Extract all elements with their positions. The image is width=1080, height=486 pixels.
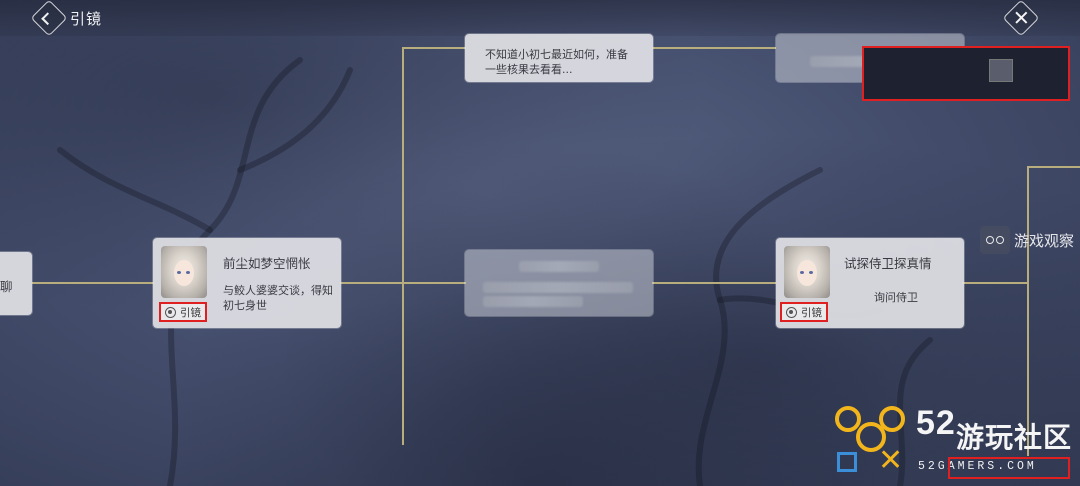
square-button[interactable] [989,59,1013,82]
yinjing-badge[interactable]: 引镜 [159,302,207,322]
quest-card-desc: 询问侍卫 [874,291,918,304]
connector-mid-right [652,282,776,284]
quest-card-title: 聊 [0,279,13,294]
connector-mid [402,282,466,284]
mirror-icon [165,306,176,318]
quest-card-title: 前尘如梦空惘怅 [223,256,311,271]
connector-vertical-main [402,47,404,445]
top-bar: 引镜 [0,0,1080,37]
connector-right [962,282,1028,284]
quest-card-top[interactable]: 不知道小初七最近如何，准备一些核果去看看... [465,34,653,82]
connector-mid-left [340,282,404,284]
highlight-panel [862,46,1070,101]
cross-icon: ✕ [878,443,904,478]
connector-bottom [402,443,404,445]
quest-card-qianchen[interactable]: 前尘如梦空惘怅 与鲛人婆婆交谈，得知初七身世 引镜 [153,238,341,328]
quest-card-title: 试探侍卫探真情 [844,256,932,271]
yinjing-badge[interactable]: 引镜 [780,302,828,322]
close-button[interactable] [1002,0,1040,37]
back-button[interactable] [30,0,68,37]
blurred-text [483,296,583,307]
quest-card-middle[interactable] [465,250,653,316]
quest-card-shitan[interactable]: 试探侍卫探真情 询问侍卫 引镜 [776,238,964,328]
connector-top-right [652,47,776,49]
game-observe-label: 游戏观察 [980,226,1074,254]
character-avatar [161,246,207,298]
badge-label: 引镜 [180,306,201,319]
watermark-number: 52 [916,404,956,442]
link-icon [856,422,886,452]
circle-icon [835,406,861,432]
connector-right-top [1027,166,1080,168]
page-title: 引镜 [70,10,103,28]
quest-card-desc: 不知道小初七最近如何，准备一些核果去看看... [485,48,628,76]
blurred-text [519,261,599,272]
circle-icon [879,406,905,432]
connector-top [402,47,466,49]
quest-card-left-partial[interactable]: 聊 [0,252,32,315]
observe-text: 游戏观察 [1014,231,1075,250]
watermark-url: 52GAMERS.COM [918,460,1037,473]
blurred-text [483,282,633,293]
highlight-box-bottom [948,457,1070,479]
glasses-icon [980,226,1010,254]
character-avatar [784,246,830,298]
mirror-icon [786,306,797,318]
quest-card-desc: 与鲛人婆婆交谈，得知初七身世 [223,284,333,312]
connector-right-vertical [1027,166,1029,456]
square-icon [837,452,857,472]
watermark: ✕ 52 游玩社区 52GAMERS.COM [832,404,1080,486]
badge-label: 引镜 [801,306,822,319]
watermark-name: 游玩社区 [956,421,1073,454]
connector-left [32,282,154,284]
